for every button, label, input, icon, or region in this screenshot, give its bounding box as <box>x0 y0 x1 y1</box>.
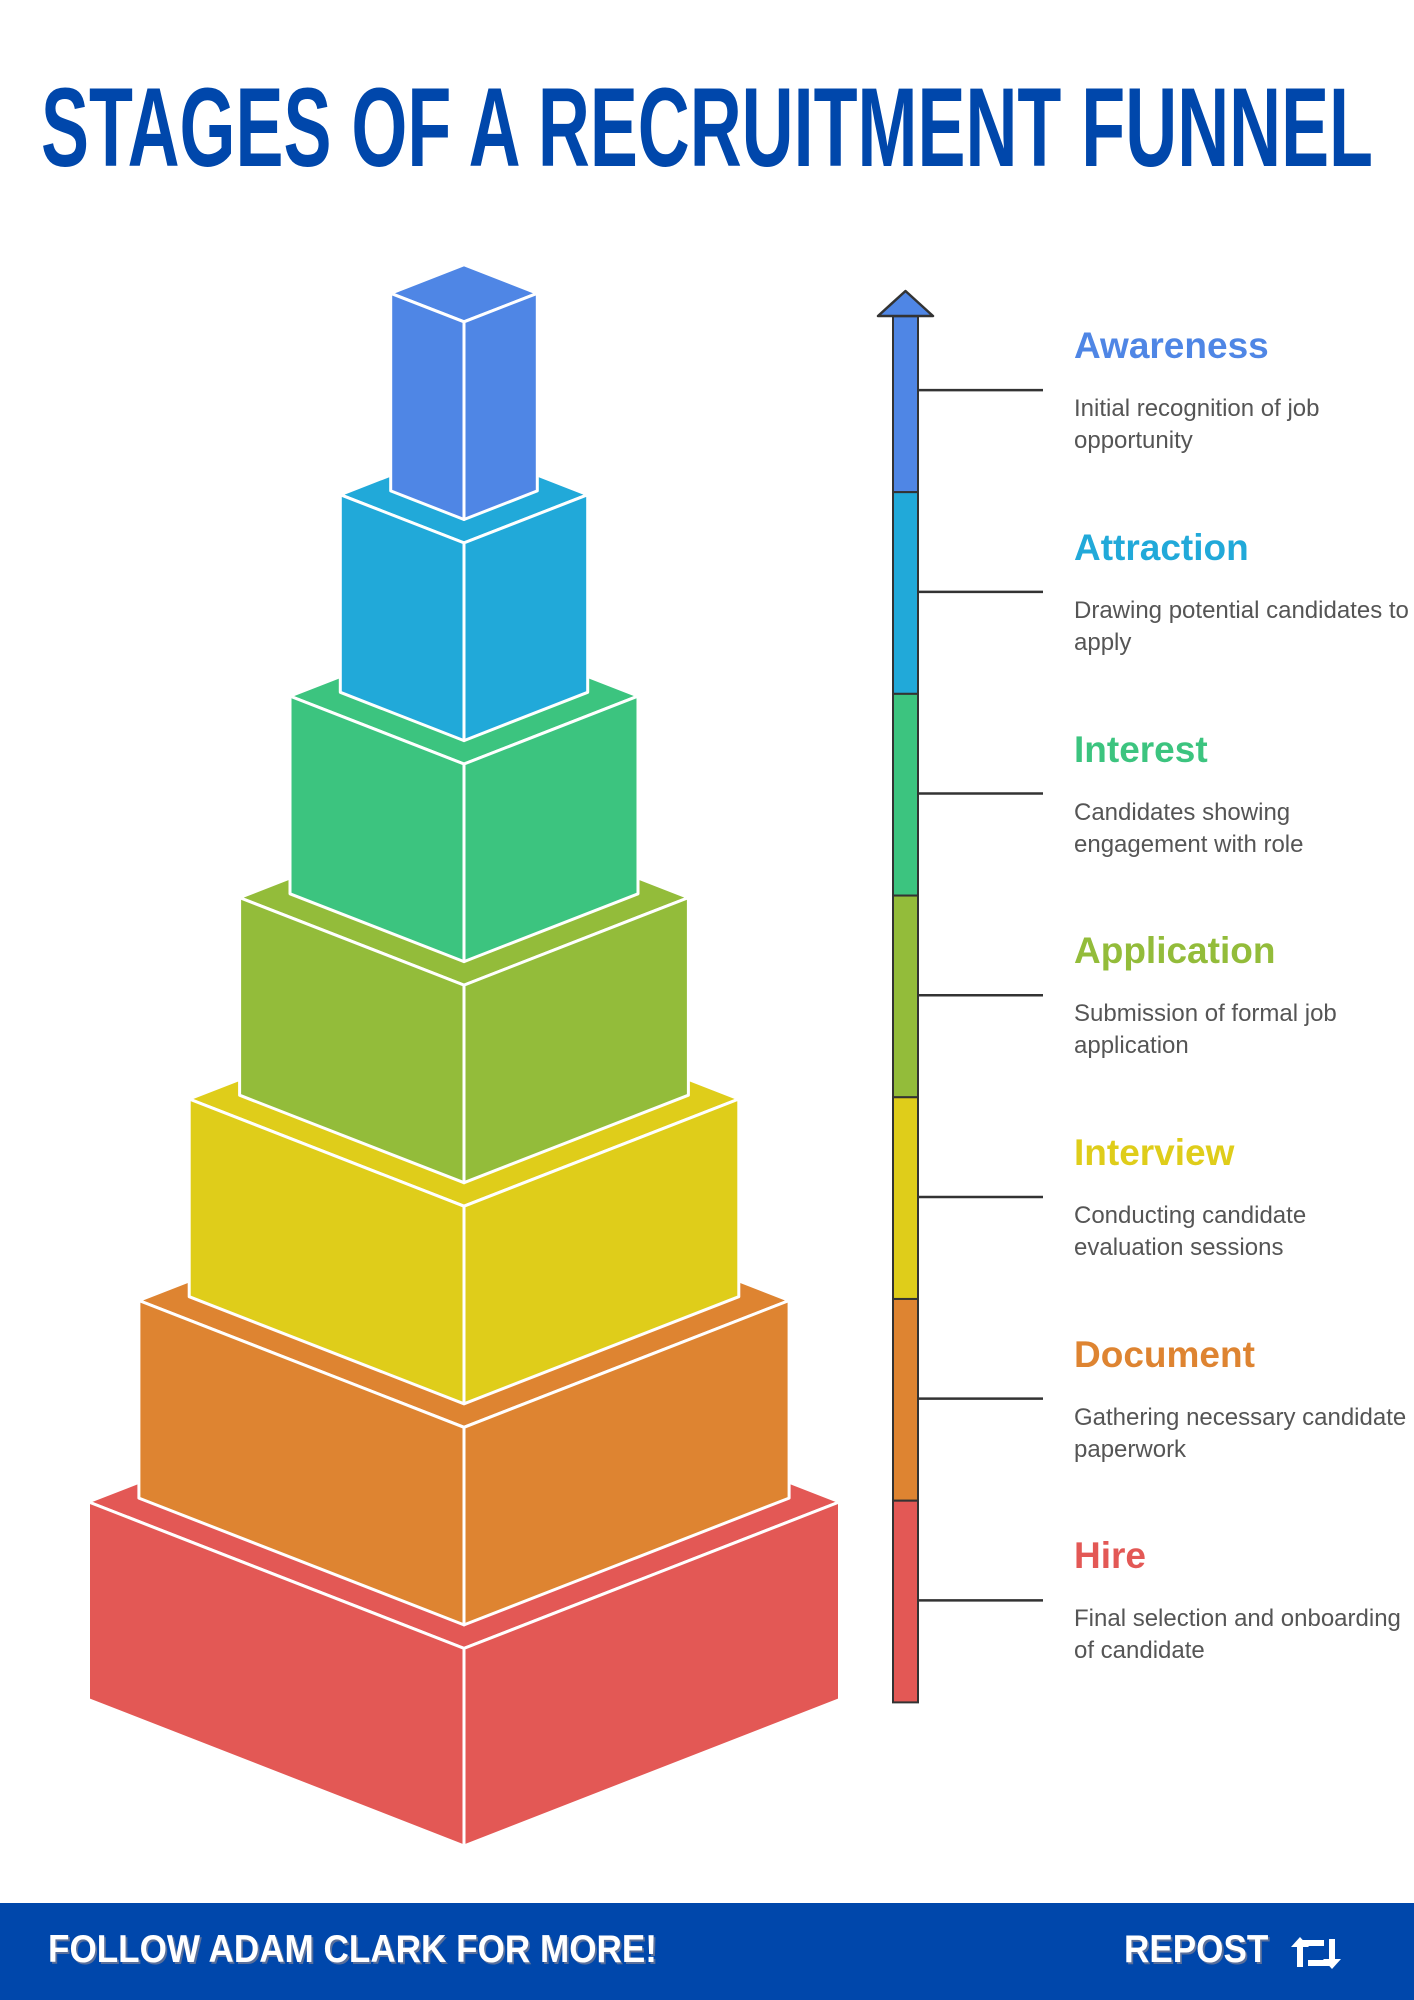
stage-description: Drawing potential candidates to apply <box>1074 596 1409 656</box>
recruitment-funnel-diagram <box>87 263 1043 1848</box>
stage-name: Application <box>1074 930 1276 972</box>
bar-segment-application <box>892 894 919 1099</box>
funnel-block-awareness <box>389 263 539 521</box>
stage-description: Final selection and onboarding of candid… <box>1074 1605 1401 1665</box>
stage-name: Awareness <box>1074 325 1269 367</box>
block-right-face <box>462 493 590 743</box>
block-left-face <box>389 291 466 521</box>
stage-description: Conducting candidate evaluation sessions <box>1074 1201 1307 1261</box>
stage-description: Submission of formal job application <box>1074 1000 1337 1060</box>
stage-name: Interest <box>1074 728 1208 770</box>
page-title: STAGES OF A RECRUITMENT FUNNEL <box>41 65 1373 190</box>
bar-segment-document <box>892 1297 919 1502</box>
block-right-face <box>462 1500 841 1848</box>
bar-segment-interest <box>892 692 919 897</box>
repost-button[interactable]: REPOST <box>1124 1928 1269 1971</box>
bar-segment-interview <box>892 1096 919 1300</box>
bar-segment-hire <box>892 1499 919 1704</box>
footer-banner: FOLLOW ADAM CLARK FOR MORE! REPOST <box>0 1903 1414 2000</box>
block-right-face <box>462 694 640 964</box>
stage-name: Interview <box>1074 1131 1235 1173</box>
stage-name: Attraction <box>1074 526 1249 568</box>
block-right-face <box>462 291 539 521</box>
block-right-face <box>462 1299 791 1627</box>
title-block: STAGES OF A RECRUITMENT FUNNEL <box>41 65 1373 190</box>
stage-name: Hire <box>1074 1535 1146 1577</box>
bar-segment-attraction <box>892 491 919 695</box>
arrow-up-icon <box>876 289 935 318</box>
block-right-face <box>462 896 690 1185</box>
stage-description: Initial recognition of job opportunity <box>1074 395 1320 455</box>
bar-segment-awareness <box>892 315 919 494</box>
stage-name: Document <box>1074 1333 1255 1375</box>
block-right-face <box>462 1097 741 1406</box>
repost-icon[interactable] <box>1290 1935 1342 1971</box>
stage-description: Candidates showing engagement with role <box>1074 798 1304 858</box>
follow-text[interactable]: FOLLOW ADAM CLARK FOR MORE! <box>48 1928 657 1971</box>
stage-description: Gathering necessary candidate paperwork <box>1074 1403 1407 1463</box>
